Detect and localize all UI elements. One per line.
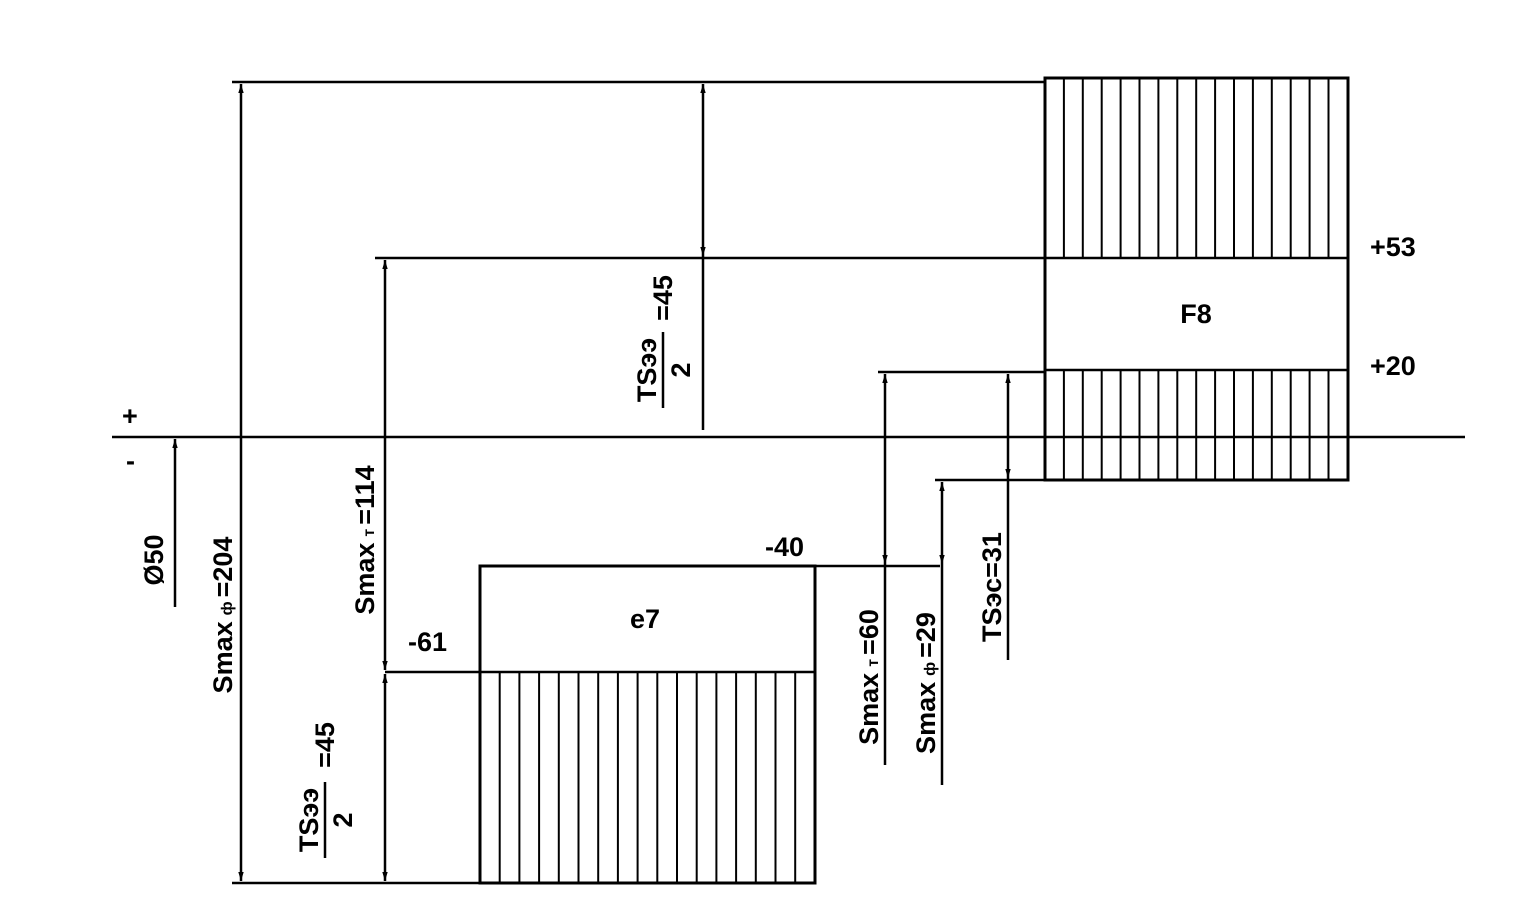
- svg-text:Smaxт=114: Smaxт=114: [350, 465, 380, 614]
- shaft-label: e7: [630, 604, 660, 634]
- nominal-size-label: Ø50: [139, 534, 169, 585]
- shaft-lower-deviation: -61: [408, 627, 447, 657]
- ts-ec-31-label: TSэс=31: [977, 532, 1007, 642]
- smax-f-204-label: Smaxф=204: [208, 537, 238, 694]
- shaft-upper-deviation: -40: [765, 532, 804, 562]
- minus-sign: -: [126, 446, 135, 476]
- svg-text:2: 2: [666, 362, 696, 377]
- plus-sign: +: [122, 401, 138, 431]
- svg-text:Smaxт=60: Smaxт=60: [854, 609, 884, 745]
- svg-text:Ø50: Ø50: [139, 534, 169, 585]
- smax-f-29-label: Smaxф=29: [911, 612, 941, 754]
- svg-text:2: 2: [328, 812, 358, 827]
- hatching: [1062, 370, 1330, 480]
- svg-text:TSээ: TSээ: [632, 338, 662, 402]
- hatching: [1062, 78, 1330, 258]
- svg-text:Smaxф=29: Smaxф=29: [911, 612, 941, 754]
- hole-lower-deviation: +20: [1370, 351, 1416, 381]
- shaft-tolerance-zone-e7: e7: [478, 564, 817, 885]
- svg-text:TSээ: TSээ: [294, 788, 324, 852]
- svg-text:TSэс=31: TSэс=31: [977, 532, 1007, 642]
- svg-text:=45: =45: [648, 275, 678, 321]
- smax-t-60-label: Smaxт=60: [854, 609, 884, 745]
- smax-t-114-label: Smaxт=114: [350, 465, 380, 614]
- dimension-lines: [172, 84, 1011, 881]
- ts-half-top-label: TSээ 2 =45: [632, 275, 696, 408]
- hole-upper-deviation: +53: [1370, 232, 1416, 262]
- extension-lines: [232, 80, 1045, 885]
- ts-half-bottom-label: TSээ 2 =45: [294, 722, 358, 858]
- svg-text:Smaxф=204: Smaxф=204: [208, 537, 238, 694]
- hatching: [498, 672, 797, 883]
- hole-tolerance-zone-f8: F8: [1043, 76, 1350, 482]
- svg-text:=45: =45: [310, 722, 340, 768]
- hole-label: F8: [1180, 299, 1212, 329]
